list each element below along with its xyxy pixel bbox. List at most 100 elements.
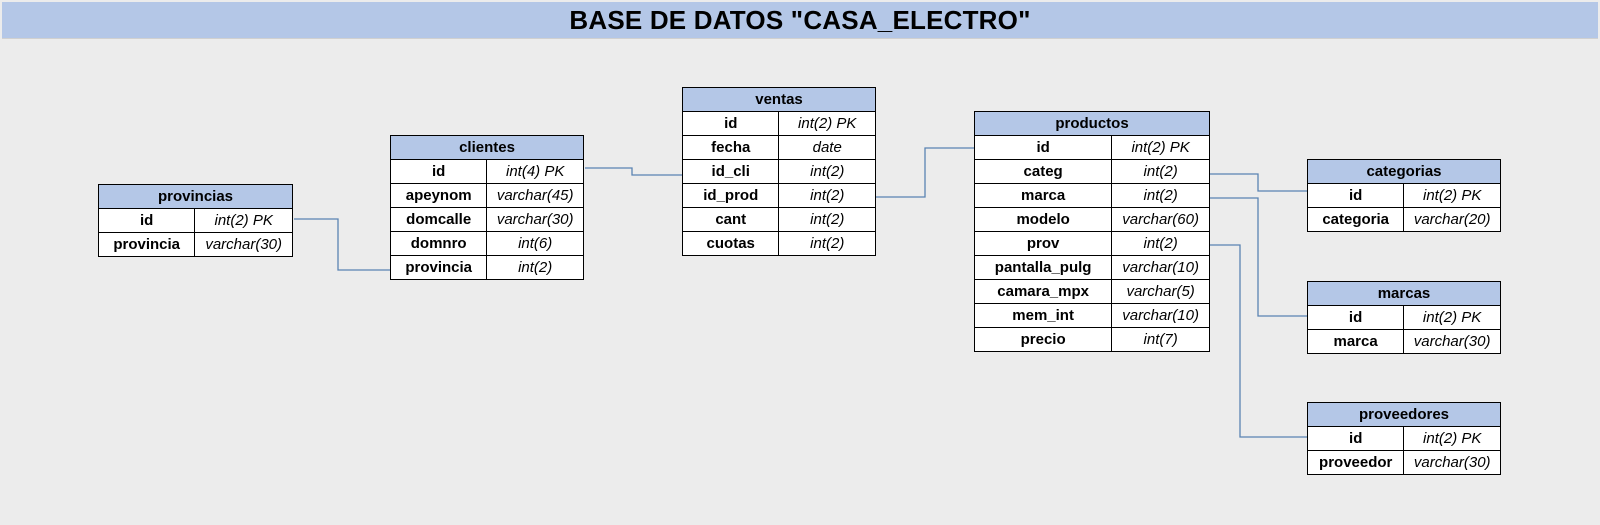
field-name: camara_mpx xyxy=(973,279,1113,304)
field-name: modelo xyxy=(973,207,1113,232)
table-productos: productos id int(2) PK categ int(2) marc… xyxy=(973,111,1210,352)
table-proveedores: proveedores id int(2) PK proveedor varch… xyxy=(1306,402,1501,475)
table-row: domcalle varchar(30) xyxy=(389,207,584,232)
relation-provincias-clientes xyxy=(294,218,390,271)
table-row: id_prod int(2) xyxy=(681,183,876,208)
table-row: id int(2) PK xyxy=(973,135,1210,160)
field-name: id_prod xyxy=(681,183,780,208)
field-type: int(7) xyxy=(1111,327,1210,352)
table-title: productos xyxy=(974,111,1210,136)
field-type: int(2) xyxy=(486,255,584,280)
table-row: id int(2) PK xyxy=(97,208,293,233)
field-name: precio xyxy=(973,327,1113,352)
field-name: cant xyxy=(681,207,780,232)
table-title: ventas xyxy=(682,87,876,112)
relation-productos-proveedores xyxy=(1210,244,1307,438)
field-type: varchar(10) xyxy=(1111,303,1210,328)
table-row: marca int(2) xyxy=(973,183,1210,208)
field-type: int(4) PK xyxy=(486,159,584,184)
table-provincias: provincias id int(2) PK provincia varcha… xyxy=(97,184,293,257)
field-type: varchar(10) xyxy=(1111,255,1210,280)
field-name: prov xyxy=(973,231,1113,256)
field-type: varchar(20) xyxy=(1403,207,1501,232)
relation-ventas-productos xyxy=(876,147,974,198)
field-type: varchar(5) xyxy=(1111,279,1210,304)
table-row: cant int(2) xyxy=(681,207,876,232)
table-row: id int(4) PK xyxy=(389,159,584,184)
table-title: categorias xyxy=(1307,159,1501,184)
field-name: apeynom xyxy=(389,183,488,208)
table-row: apeynom varchar(45) xyxy=(389,183,584,208)
field-type: varchar(45) xyxy=(486,183,584,208)
field-name: fecha xyxy=(681,135,780,160)
field-type: varchar(30) xyxy=(194,232,293,257)
field-type: int(2) PK xyxy=(1111,135,1210,160)
field-type: int(2) xyxy=(778,231,876,256)
table-row: marca varchar(30) xyxy=(1306,329,1501,354)
table-title: proveedores xyxy=(1307,402,1501,427)
field-name: domnro xyxy=(389,231,488,256)
table-row: mem_int varchar(10) xyxy=(973,303,1210,328)
table-clientes: clientes id int(4) PK apeynom varchar(45… xyxy=(389,135,584,280)
table-row: domnro int(6) xyxy=(389,231,584,256)
table-row: modelo varchar(60) xyxy=(973,207,1210,232)
table-row: id int(2) PK xyxy=(1306,426,1501,451)
field-type: int(2) xyxy=(1111,159,1210,184)
field-name: id xyxy=(1306,305,1405,330)
table-title: clientes xyxy=(390,135,584,160)
field-name: marca xyxy=(973,183,1113,208)
table-row: camara_mpx varchar(5) xyxy=(973,279,1210,304)
field-name: mem_int xyxy=(973,303,1113,328)
field-type: int(2) PK xyxy=(778,111,876,136)
field-name: id xyxy=(389,159,488,184)
table-row: id int(2) PK xyxy=(1306,183,1501,208)
table-row: pantalla_pulg varchar(10) xyxy=(973,255,1210,280)
field-name: id xyxy=(1306,426,1405,451)
table-row: provincia varchar(30) xyxy=(97,232,293,257)
field-type: date xyxy=(778,135,876,160)
field-type: varchar(30) xyxy=(486,207,584,232)
field-type: int(2) xyxy=(1111,231,1210,256)
field-name: marca xyxy=(1306,329,1405,354)
field-name: proveedor xyxy=(1306,450,1405,475)
field-name: cuotas xyxy=(681,231,780,256)
table-row: provincia int(2) xyxy=(389,255,584,280)
field-name: provincia xyxy=(389,255,488,280)
field-name: provincia xyxy=(97,232,196,257)
field-type: int(2) xyxy=(778,159,876,184)
field-name: id xyxy=(1306,183,1405,208)
table-ventas: ventas id int(2) PK fecha date id_cli in… xyxy=(681,87,876,256)
table-categorias: categorias id int(2) PK categoria varcha… xyxy=(1306,159,1501,232)
relation-clientes-ventas xyxy=(585,167,682,176)
field-name: id_cli xyxy=(681,159,780,184)
relation-productos-marcas xyxy=(1210,197,1307,317)
table-row: id int(2) PK xyxy=(681,111,876,136)
table-title: provincias xyxy=(98,184,293,209)
field-type: int(2) xyxy=(1111,183,1210,208)
table-row: cuotas int(2) xyxy=(681,231,876,256)
field-type: int(2) PK xyxy=(1403,183,1501,208)
field-type: int(2) xyxy=(778,183,876,208)
field-name: categ xyxy=(973,159,1113,184)
table-row: fecha date xyxy=(681,135,876,160)
field-type: int(2) PK xyxy=(1403,305,1501,330)
table-row: categoria varchar(20) xyxy=(1306,207,1501,232)
table-row: proveedor varchar(30) xyxy=(1306,450,1501,475)
relation-productos-categorias xyxy=(1210,173,1307,192)
field-name: pantalla_pulg xyxy=(973,255,1113,280)
field-type: int(2) xyxy=(778,207,876,232)
field-type: varchar(30) xyxy=(1403,450,1501,475)
field-name: categoria xyxy=(1306,207,1405,232)
table-row: id_cli int(2) xyxy=(681,159,876,184)
field-name: id xyxy=(973,135,1113,160)
field-name: id xyxy=(97,208,196,233)
table-marcas: marcas id int(2) PK marca varchar(30) xyxy=(1306,281,1501,354)
table-row: precio int(7) xyxy=(973,327,1210,352)
diagram-title: BASE DE DATOS "CASA_ELECTRO" xyxy=(2,2,1598,39)
table-row: prov int(2) xyxy=(973,231,1210,256)
field-name: domcalle xyxy=(389,207,488,232)
field-type: int(2) PK xyxy=(1403,426,1501,451)
table-row: id int(2) PK xyxy=(1306,305,1501,330)
field-type: varchar(60) xyxy=(1111,207,1210,232)
